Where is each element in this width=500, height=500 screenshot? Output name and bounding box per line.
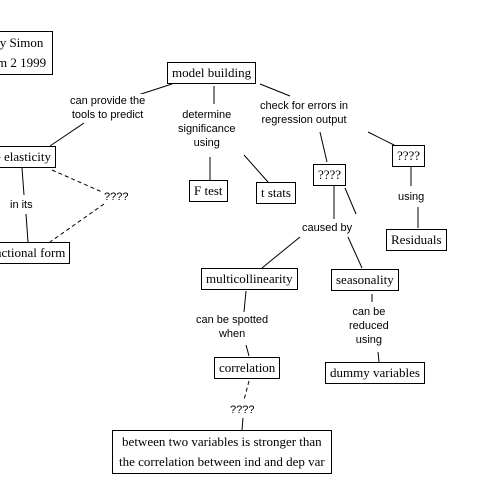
- connector-elasticity-to-unknown-link: [51, 169, 103, 193]
- connector-model-to-check: [259, 83, 291, 97]
- connector-check-to-unknown-regression: [367, 131, 397, 147]
- connector-determine-to-tstats: [243, 154, 269, 183]
- connector-elasticity-to-inits: [21, 167, 25, 196]
- node-unknown-errors[interactable]: ????: [313, 164, 347, 186]
- link-can-provide-line-1: can provide the: [70, 95, 146, 107]
- connector-caused-by-right: [344, 187, 357, 215]
- link-label-spotted-when: can be spotted when: [196, 313, 269, 341]
- node-elasticity[interactable]: e elasticity: [0, 146, 56, 168]
- node-correlation[interactable]: correlation: [214, 357, 281, 379]
- link-check-for-line-2: regression output: [261, 114, 347, 126]
- connector-unknown-to-between: [241, 417, 244, 431]
- link-reduced-line-2: reduced: [349, 320, 389, 332]
- connector-caused-by-to-multi: [261, 236, 301, 269]
- connector-caused-by-to-seasonality: [347, 236, 363, 269]
- connector-reduced-to-dummy: [377, 351, 380, 363]
- node-author-line-1: y Simon: [0, 35, 44, 50]
- connector-correlation-to-unknown: [243, 380, 250, 401]
- link-label-using: using: [398, 190, 425, 204]
- link-label-unknown: ????: [104, 190, 129, 204]
- link-label-check-for: check for errors in regression output: [260, 99, 349, 127]
- node-between-line-2: the correlation between ind and dep var: [119, 454, 325, 469]
- link-label-determine: determine significance using: [178, 108, 236, 150]
- node-residuals[interactable]: Residuals: [386, 229, 447, 251]
- node-unknown-regression[interactable]: ????: [392, 145, 426, 167]
- link-label-unknown-2: ????: [230, 403, 255, 417]
- node-dummy-variables[interactable]: dummy variables: [325, 362, 425, 384]
- node-author-line-2: m 2 1999: [0, 55, 47, 70]
- link-reduced-line-1: can be: [352, 306, 386, 318]
- link-label-caused-by: caused by: [302, 221, 353, 235]
- link-spotted-line-2: when: [218, 328, 246, 340]
- node-model-building[interactable]: model building: [167, 62, 257, 84]
- connector-unknown-link-to-functional: [49, 203, 105, 243]
- connector-spotted-to-correlation: [245, 344, 250, 357]
- connector-model-to-can-provide: [137, 83, 173, 96]
- link-determine-line-3: using: [193, 137, 220, 149]
- link-reduced-line-3: using: [355, 334, 383, 346]
- node-functional-form[interactable]: nctional form: [0, 242, 71, 264]
- connector-can-provide-to-elasticity: [49, 122, 85, 147]
- link-determine-line-1: determine: [182, 109, 232, 121]
- link-spotted-line-1: can be spotted: [196, 314, 269, 326]
- link-label-can-provide: can provide the tools to predict: [70, 94, 146, 122]
- connector-inits-to-functional: [25, 213, 29, 243]
- link-determine-line-2: significance: [178, 123, 236, 135]
- node-t-stats[interactable]: t stats: [256, 182, 296, 204]
- node-author[interactable]: y Simon m 2 1999: [0, 31, 54, 75]
- node-seasonality[interactable]: seasonality: [331, 269, 399, 291]
- link-label-reduced-using: can be reduced using: [349, 305, 389, 347]
- node-between-line-1: between two variables is stronger than: [122, 434, 322, 449]
- link-can-provide-line-2: tools to predict: [71, 109, 144, 121]
- link-check-for-line-1: check for errors in: [260, 100, 349, 112]
- connector-check-to-unknown-errors: [319, 131, 328, 163]
- node-between-variables[interactable]: between two variables is stronger than t…: [112, 430, 332, 474]
- node-f-test[interactable]: F test: [189, 180, 228, 202]
- connector-multi-to-spotted: [243, 290, 247, 313]
- link-label-in-its: in its: [10, 198, 33, 212]
- node-multicollinearity[interactable]: multicollinearity: [201, 268, 298, 290]
